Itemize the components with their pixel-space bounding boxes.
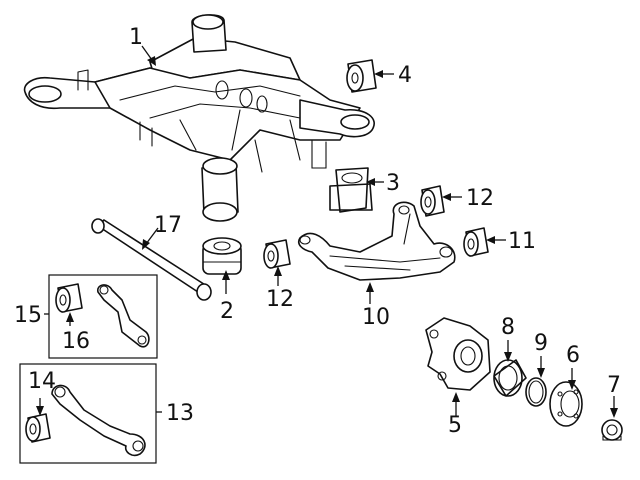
leader-lines xyxy=(36,45,618,418)
bushing-part-4 xyxy=(346,59,377,93)
callout-labels: 1 2 3 4 5 6 7 8 9 10 11 12 12 13 14 15 1… xyxy=(14,25,621,438)
callout-3: 3 xyxy=(386,171,400,196)
control-arm-part xyxy=(297,201,456,281)
callout-6: 6 xyxy=(566,343,580,368)
callout-13: 13 xyxy=(166,401,194,426)
subframe-part xyxy=(23,14,375,222)
hub-nut-part xyxy=(601,419,623,441)
bushing-part-16 xyxy=(55,283,83,313)
callout-2: 2 xyxy=(220,299,234,324)
bushing-part-11 xyxy=(463,227,489,257)
callout-10: 10 xyxy=(362,305,390,330)
arm-part-15 xyxy=(97,284,150,348)
callout-15: 15 xyxy=(14,303,42,328)
mount-part xyxy=(202,237,242,275)
arm-part-13 xyxy=(51,384,146,457)
bushing-part-14 xyxy=(25,413,51,443)
callout-11: 11 xyxy=(508,229,536,254)
bearing-part xyxy=(493,359,527,397)
callout-8: 8 xyxy=(501,315,515,340)
callout-4: 4 xyxy=(398,63,412,88)
bushing-part-12-lower xyxy=(263,239,291,269)
bracket-part xyxy=(329,167,373,213)
callout-12-upper: 12 xyxy=(466,186,494,211)
callout-9: 9 xyxy=(534,331,548,356)
hub-part xyxy=(549,381,583,427)
snap-ring-part xyxy=(525,377,547,407)
kit-box-15 xyxy=(48,274,158,359)
callout-5: 5 xyxy=(448,413,462,438)
link-rod-part xyxy=(91,218,212,301)
callout-12-lower: 12 xyxy=(266,287,294,312)
callout-14: 14 xyxy=(28,369,56,394)
knuckle-part xyxy=(425,317,491,391)
callout-16: 16 xyxy=(62,329,90,354)
callout-1: 1 xyxy=(129,25,143,50)
callout-17: 17 xyxy=(154,213,182,238)
callout-7: 7 xyxy=(607,373,621,398)
bushing-part-12-upper xyxy=(420,185,445,217)
kit-box-13 xyxy=(19,363,157,464)
